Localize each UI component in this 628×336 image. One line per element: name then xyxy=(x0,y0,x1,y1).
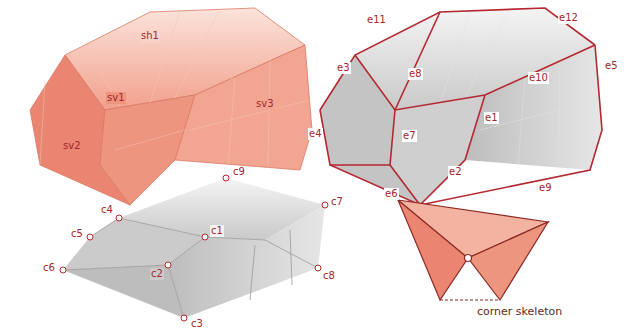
part-label: e10 xyxy=(528,72,549,84)
part-label: e12 xyxy=(558,12,579,24)
corner-skeleton xyxy=(398,200,548,300)
part-label: c4 xyxy=(100,204,114,216)
edge-block xyxy=(320,8,602,205)
part-label: sv3 xyxy=(255,98,275,110)
part-label: e1 xyxy=(484,112,499,124)
part-label: e7 xyxy=(402,130,417,142)
part-label: e8 xyxy=(408,68,423,80)
part-label: c2 xyxy=(150,268,164,280)
part-label: c9 xyxy=(232,166,246,178)
part-label: c3 xyxy=(190,318,204,330)
part-label: e11 xyxy=(366,14,387,26)
part-label: sh1 xyxy=(140,30,160,42)
part-label: c1 xyxy=(210,225,224,237)
part-label: c6 xyxy=(42,262,56,274)
part-label: e4 xyxy=(308,128,323,140)
corner-block xyxy=(60,175,328,321)
part-label: e6 xyxy=(384,188,399,200)
part-label: c7 xyxy=(330,196,344,208)
part-label: sv2 xyxy=(62,140,82,152)
part-label: c8 xyxy=(322,270,336,282)
part-label: e9 xyxy=(538,182,553,194)
part-label: e3 xyxy=(336,62,351,74)
surface-block xyxy=(30,8,312,205)
part-label: sv1 xyxy=(106,92,126,104)
part-label: e5 xyxy=(604,60,619,72)
figure-caption: corner skeleton xyxy=(476,306,563,318)
part-label: e2 xyxy=(448,166,463,178)
part-label: c5 xyxy=(70,228,84,240)
